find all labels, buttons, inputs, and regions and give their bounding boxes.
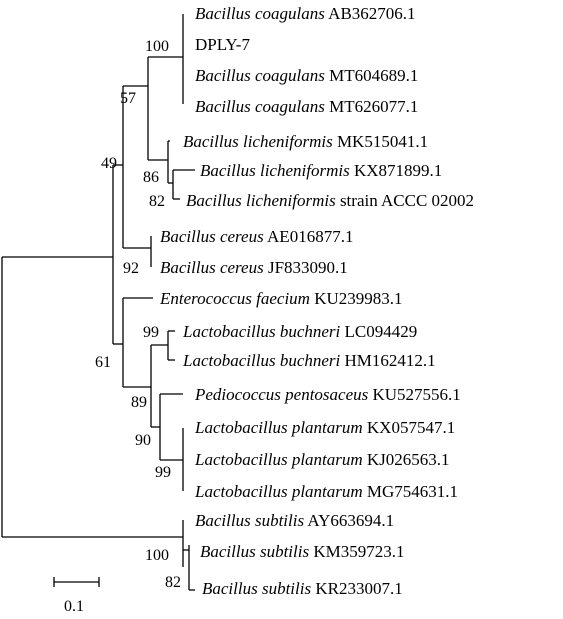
- scale-bar: 0.1: [53, 577, 100, 615]
- leaf-label: Bacillus coagulans MT604689.1: [195, 66, 418, 85]
- scale-bar-label: 0.1: [64, 598, 84, 615]
- leaf-label: Bacillus coagulans AB362706.1: [195, 4, 416, 23]
- leaf-label: Lactobacillus plantarum MG754631.1: [194, 482, 458, 501]
- leaf-label: DPLY-7: [195, 35, 250, 54]
- leaf-label: Lactobacillus buchneri LC094429: [182, 322, 417, 341]
- leaf-label: Bacillus cereus AE016877.1: [160, 227, 353, 246]
- bootstrap-value: 100: [145, 38, 169, 55]
- leaf-label: Bacillus subtilis KR233007.1: [202, 579, 403, 598]
- leaf-label: Lactobacillus plantarum KX057547.1: [194, 418, 455, 437]
- leaf-label: Bacillus subtilis AY663694.1: [195, 511, 394, 530]
- bootstrap-value: 82: [149, 193, 165, 210]
- bootstrap-value: 49: [101, 155, 117, 172]
- bootstrap-value: 92: [123, 260, 139, 277]
- bootstrap-values: 100 57 86 82 49 92 99 61 89 90 99 100 82: [95, 38, 181, 591]
- leaf-label: Bacillus licheniformis strain ACCC 02002: [186, 191, 474, 210]
- bootstrap-value: 61: [95, 354, 111, 371]
- bootstrap-value: 89: [131, 394, 147, 411]
- bootstrap-value: 100: [145, 547, 169, 564]
- bootstrap-value: 86: [143, 169, 159, 186]
- leaf-label: Lactobacillus plantarum KJ026563.1: [194, 450, 450, 469]
- leaf-label: Bacillus coagulans MT626077.1: [195, 97, 418, 116]
- leaf-label: Enterococcus faecium KU239983.1: [159, 289, 403, 308]
- bootstrap-value: 90: [135, 432, 151, 449]
- tree-branches: [1, 14, 195, 591]
- leaf-label: Bacillus subtilis KM359723.1: [200, 542, 405, 561]
- leaf-label: Pediococcus pentosaceus KU527556.1: [194, 385, 461, 404]
- leaf-labels: Bacillus coagulans AB362706.1 DPLY-7 Bac…: [159, 4, 474, 598]
- bootstrap-value: 82: [165, 574, 181, 591]
- bootstrap-value: 99: [155, 464, 171, 481]
- leaf-label: Bacillus cereus JF833090.1: [160, 258, 348, 277]
- bootstrap-value: 99: [143, 324, 159, 341]
- bootstrap-value: 57: [120, 90, 136, 107]
- leaf-label: Lactobacillus buchneri HM162412.1: [182, 351, 436, 370]
- leaf-label: Bacillus licheniformis KX871899.1: [200, 161, 442, 180]
- leaf-label: Bacillus licheniformis MK515041.1: [183, 132, 428, 151]
